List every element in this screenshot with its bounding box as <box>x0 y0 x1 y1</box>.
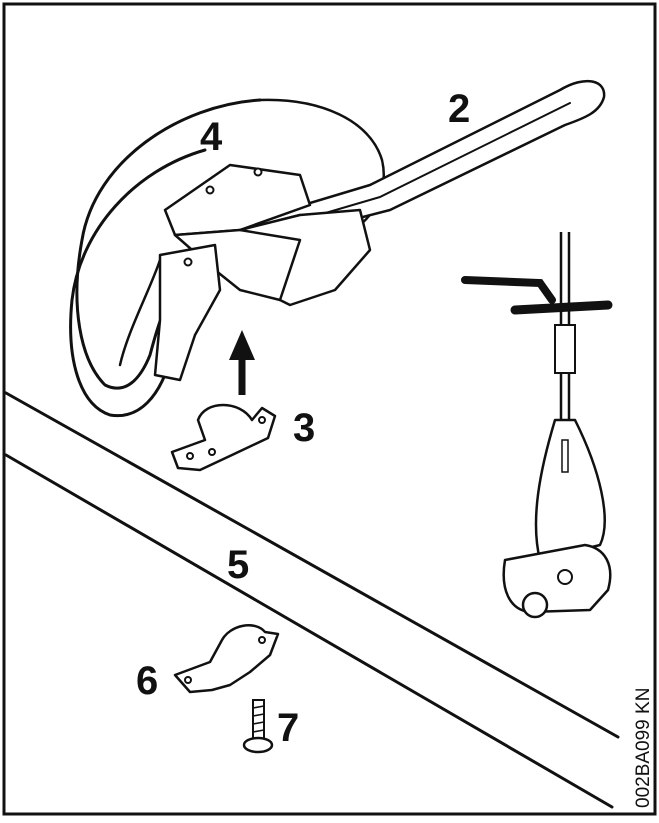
trimmer-icon <box>461 232 613 619</box>
drive-tube <box>4 391 620 809</box>
callout-5: 5 <box>227 543 249 587</box>
figure-code: 002BA099 KN <box>633 688 654 808</box>
callout-2: 2 <box>448 87 470 131</box>
callout-4: 4 <box>200 115 223 159</box>
callout-7: 7 <box>277 706 299 750</box>
clamp-upper <box>173 624 280 694</box>
clamp-lower <box>170 403 277 472</box>
screw <box>242 699 274 754</box>
callout-3: 3 <box>293 406 315 450</box>
callout-6: 6 <box>136 659 158 703</box>
clamp-block <box>153 163 372 382</box>
arrow-up-icon <box>229 330 255 395</box>
